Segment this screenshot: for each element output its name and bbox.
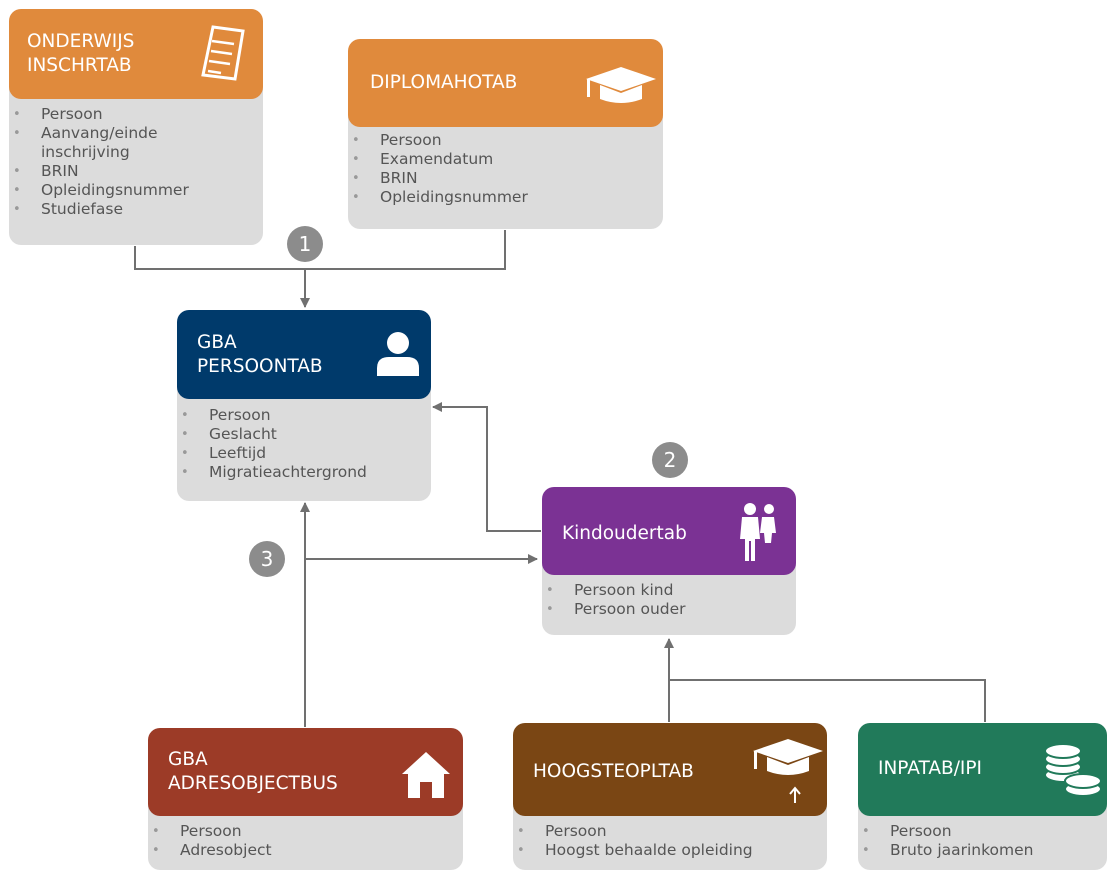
list-item: Examendatum (348, 150, 663, 169)
card-header: GBA PERSOONTAB (177, 310, 431, 399)
list-item: Persoon (177, 406, 431, 425)
list-item: Persoon kind (542, 581, 796, 600)
card-header: Kindoudertab (542, 487, 796, 575)
card-title: GBA (197, 332, 237, 353)
parent-child-icon (740, 503, 776, 561)
card-header: ONDERWIJS INSCHRTAB (9, 9, 263, 99)
list-item: Persoon (9, 105, 263, 124)
card-inpatab-ipi: Persoon Bruto jaarinkomen INPATAB/IPI (858, 723, 1107, 870)
card-title: GBA (168, 749, 208, 770)
card-header: INPATAB/IPI (858, 723, 1107, 816)
card-header: DIPLOMAHOTAB (348, 39, 663, 127)
card-gba-persoontab: Persoon Geslacht Leeftijd Migratieachter… (177, 310, 431, 501)
list-item: Persoon ouder (542, 600, 796, 619)
person-icon (377, 332, 419, 376)
card-gba-adresobjectbus: Persoon Adresobject GBA ADRESOBJECTBUS (148, 728, 463, 870)
card-title: DIPLOMAHOTAB (370, 72, 518, 93)
card-title: HOOGSTEOPLTAB (533, 761, 694, 782)
list-item: BRIN (348, 169, 663, 188)
list-item: Persoon (513, 822, 827, 841)
card-title: ADRESOBJECTBUS (168, 773, 338, 794)
card-hoogsteopltab: Persoon Hoogst behaalde opleiding HOOGST… (513, 723, 827, 870)
list-item: BRIN (9, 162, 263, 181)
card-title: INPATAB/IPI (878, 758, 982, 779)
list-item: Persoon (148, 822, 463, 841)
arrow-kindouder-to-persoon (432, 402, 541, 532)
list-item: Leeftijd (177, 444, 431, 463)
graduation-cap-icon (586, 67, 656, 103)
badge-1: 1 (287, 226, 323, 262)
card-title: INSCHRTAB (27, 55, 132, 76)
card-onderwijs-inschrtab: Persoon Aanvang/einde inschrijving BRIN … (9, 9, 263, 245)
list-item: Opleidingsnummer (348, 188, 663, 207)
list-item: Persoon (858, 822, 1107, 841)
card-body: Persoon Examendatum BRIN Opleidingsnumme… (348, 109, 663, 229)
list-item: Migratieachtergrond (177, 463, 431, 482)
badge-2: 2 (652, 442, 688, 478)
badge-3: 3 (249, 541, 285, 577)
list-item: Bruto jaarinkomen (858, 841, 1107, 860)
list-item: Geslacht (177, 425, 431, 444)
list-item: Studiefase (9, 200, 263, 219)
card-title: PERSOONTAB (197, 356, 323, 377)
card-title: Kindoudertab (562, 523, 687, 544)
house-icon (402, 752, 450, 798)
coins-icon (1044, 743, 1102, 797)
checklist-icon (201, 25, 245, 81)
list-item: Persoon (348, 131, 663, 150)
graduation-cap-up-icon (753, 739, 823, 803)
card-kindoudertab: Persoon kind Persoon ouder Kindoudertab (542, 487, 796, 635)
card-header: HOOGSTEOPLTAB (513, 723, 827, 816)
list-item: Opleidingsnummer (9, 181, 263, 200)
list-item: Adresobject (148, 841, 463, 860)
list-item: Hoogst behaalde opleiding (513, 841, 827, 860)
card-body: Persoon Aanvang/einde inschrijving BRIN … (9, 79, 263, 245)
card-header: GBA ADRESOBJECTBUS (148, 728, 463, 816)
connector-onderwijs (134, 230, 506, 270)
card-body: Persoon Geslacht Leeftijd Migratieachter… (177, 380, 431, 501)
connector-inpa (669, 679, 986, 722)
card-title: ONDERWIJS (27, 31, 135, 52)
card-diplomahotab: Persoon Examendatum BRIN Opleidingsnumme… (348, 39, 663, 229)
list-item: Aanvang/einde inschrijving (9, 124, 201, 162)
